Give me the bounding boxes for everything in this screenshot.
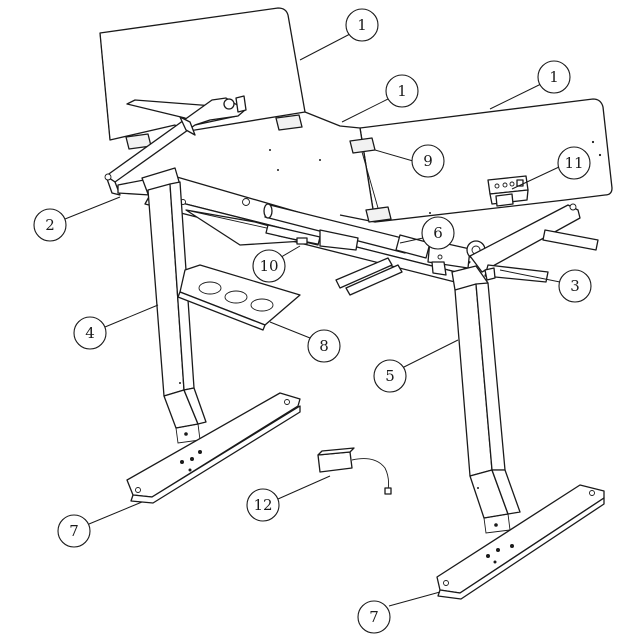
callout-11-control-box: 11	[557, 146, 591, 180]
callout-12-hand-controller: 12	[246, 488, 280, 522]
hand-controller	[317, 447, 392, 495]
callout-1-left-panel: 1	[345, 8, 379, 42]
callout-10-hex-shaft: 10	[252, 249, 286, 283]
right-leg-column	[451, 265, 521, 534]
lower-cross-rails	[335, 257, 403, 296]
callout-label: 3	[570, 277, 580, 295]
callout-8-cable-tray: 8	[307, 329, 341, 363]
callout-label: 8	[319, 337, 329, 355]
callout-label: 4	[85, 324, 95, 342]
callout-2-left-bracket: 2	[33, 208, 67, 242]
callout-label: 10	[259, 257, 278, 275]
callout-label: 12	[253, 496, 272, 514]
callout-6-drive-motor: 6	[421, 216, 455, 250]
callout-7-right-foot: 7	[357, 600, 391, 634]
callout-5-right-leg: 5	[373, 359, 407, 393]
callout-label: 5	[385, 367, 395, 385]
callout-3-right-bracket: 3	[558, 269, 592, 303]
callout-label: 11	[564, 154, 583, 172]
cable-tray	[177, 264, 301, 331]
callout-label: 2	[45, 216, 55, 234]
desktop-panel-right	[359, 98, 613, 223]
callout-label: 7	[369, 608, 379, 626]
callout-label: 9	[423, 152, 433, 170]
callout-label: 1	[357, 16, 367, 34]
callout-label: 7	[69, 522, 79, 540]
callout-9-connector-plate: 9	[411, 144, 445, 178]
callout-label: 6	[433, 224, 443, 242]
callout-7-left-foot: 7	[57, 514, 91, 548]
callout-label: 1	[397, 82, 407, 100]
hex-shaft	[265, 224, 359, 251]
callout-4-left-leg: 4	[73, 316, 107, 350]
callout-label: 1	[549, 68, 559, 86]
leader-lines	[64, 33, 561, 607]
right-foot	[436, 484, 605, 600]
left-top-bracket	[104, 95, 247, 196]
callout-1-center: 1	[385, 74, 419, 108]
left-foot	[126, 392, 301, 504]
callout-1-right-panel: 1	[537, 60, 571, 94]
control-box	[487, 175, 529, 207]
